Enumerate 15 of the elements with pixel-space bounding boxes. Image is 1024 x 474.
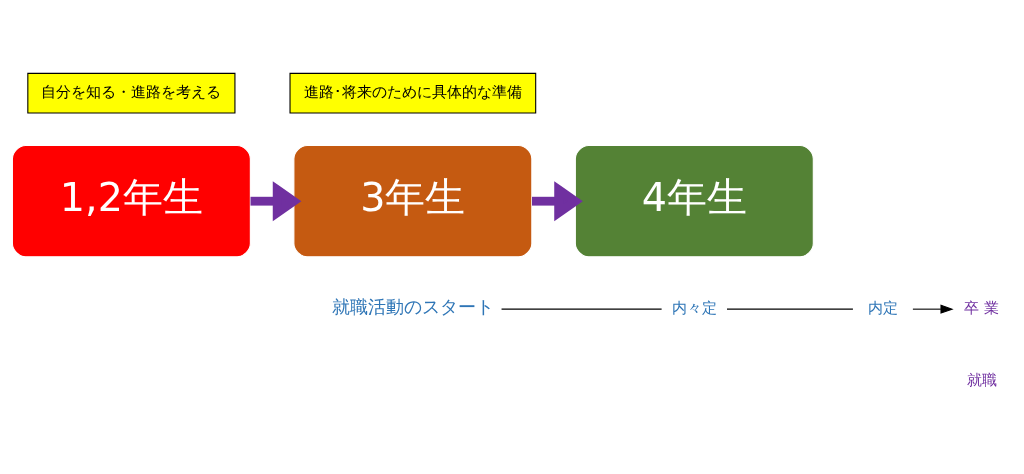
node-text: 就職活動のスタート	[331, 297, 494, 318]
node-box: 進路･将来のために具体的な準備	[289, 72, 537, 114]
connector	[501, 308, 663, 310]
arrow	[250, 181, 302, 222]
node-box: 4年生	[574, 145, 814, 258]
node-text: 内々定	[671, 299, 717, 318]
arrow	[912, 304, 954, 314]
node-box: 1,2年生	[11, 145, 251, 258]
node-text: 就職	[966, 370, 997, 389]
arrow	[532, 181, 583, 222]
node-text: 内定	[867, 299, 898, 318]
node-text: 卒 業	[964, 299, 1000, 318]
node-box: 自分を知る・進路を考える	[27, 72, 236, 114]
connector	[726, 308, 854, 310]
node-box: 3年生	[293, 145, 533, 258]
